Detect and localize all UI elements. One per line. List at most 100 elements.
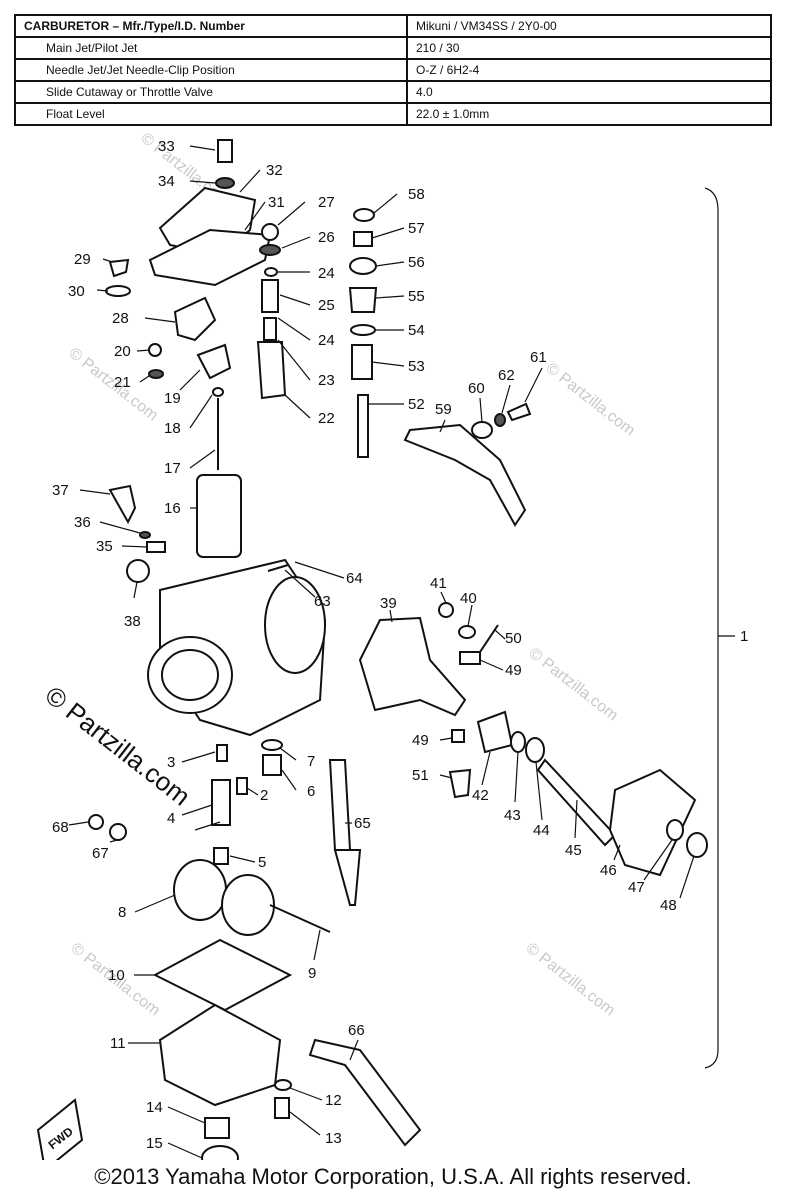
callout-67: 67 — [92, 845, 109, 862]
float-bowl-11 — [158, 1003, 282, 1107]
screw-33 — [217, 139, 233, 163]
washer-34 — [215, 177, 235, 189]
carburetor-body — [108, 484, 327, 737]
callout-40: 40 — [460, 590, 477, 607]
callout-34: 34 — [158, 173, 175, 190]
seal-48 — [686, 832, 708, 858]
callout-41: 41 — [430, 575, 447, 592]
callout-27: 27 — [318, 194, 335, 211]
callout-18: 18 — [164, 420, 181, 437]
pin-9 — [269, 904, 331, 933]
spring-53 — [351, 344, 373, 380]
plate-39 — [358, 616, 467, 717]
bracket-28 — [173, 296, 217, 342]
part-22 — [256, 341, 287, 400]
callout-60: 60 — [468, 380, 485, 397]
callout-8: 8 — [118, 904, 126, 921]
spring-35 — [146, 541, 166, 553]
plug-14 — [204, 1117, 230, 1139]
callout-38: 38 — [124, 613, 141, 630]
callout-2: 2 — [260, 787, 268, 804]
callout-3: 3 — [167, 754, 175, 771]
spring-42 — [476, 710, 514, 754]
assembly-bracket — [704, 187, 719, 1069]
callout-59: 59 — [435, 401, 452, 418]
callout-19: 19 — [164, 390, 181, 407]
callout-31: 31 — [268, 194, 285, 211]
nut-40 — [458, 625, 476, 639]
callout-6: 6 — [307, 783, 315, 800]
screw-61 — [506, 402, 532, 422]
callout-66: 66 — [348, 1022, 365, 1039]
callout-48: 48 — [660, 897, 677, 914]
screw-20 — [148, 343, 162, 357]
needle-jet-4 — [211, 779, 231, 826]
watermark-text: © Partzilla.com — [526, 645, 621, 725]
oring-54 — [350, 324, 376, 336]
watermark-text: © Partzilla.com — [543, 360, 638, 440]
callout-58: 58 — [408, 186, 425, 203]
screw-68 — [88, 814, 104, 830]
jet-3 — [216, 744, 228, 762]
spec-value: 4.0 — [406, 80, 772, 104]
callout-28: 28 — [112, 310, 129, 327]
spec-value: Mikuni / VM34SS / 2Y0-00 — [406, 14, 772, 38]
part-57 — [353, 231, 373, 247]
spec-value: 210 / 30 — [406, 36, 772, 60]
washer-44 — [525, 737, 545, 763]
washer-12 — [274, 1079, 292, 1091]
cover-46 — [608, 768, 697, 877]
callout-32: 32 — [266, 162, 283, 179]
leader-lines — [68, 145, 695, 1159]
callout-46: 46 — [600, 862, 617, 879]
callout-44: 44 — [533, 822, 550, 839]
throttle-valve-16 — [196, 474, 242, 558]
spec-value: 22.0 ± 1.0mm — [406, 102, 772, 126]
part-58 — [353, 208, 375, 222]
screw-29 — [108, 258, 130, 278]
washer-7 — [261, 739, 283, 751]
spring-49a — [459, 651, 481, 665]
callout-35: 35 — [96, 538, 113, 555]
callout-16: 16 — [164, 500, 181, 517]
callout-23: 23 — [318, 372, 335, 389]
callout-53: 53 — [408, 358, 425, 375]
tube-65b — [333, 849, 362, 906]
part-49b — [451, 729, 465, 743]
callout-4: 4 — [167, 810, 175, 827]
washer-30 — [105, 285, 131, 297]
callout-7: 7 — [307, 753, 315, 770]
callout-21: 21 — [114, 374, 131, 391]
callout-20: 20 — [114, 343, 131, 360]
part-24a — [264, 267, 278, 277]
fwd-badge: FWD — [36, 1098, 84, 1160]
callout-43: 43 — [504, 807, 521, 824]
callout-54: 54 — [408, 322, 425, 339]
callout-13: 13 — [325, 1130, 342, 1147]
screw-67 — [109, 823, 127, 841]
callout-65: 65 — [354, 815, 371, 832]
callout-11: 11 — [110, 1035, 126, 1052]
callout-39: 39 — [380, 595, 397, 612]
screw-13 — [274, 1097, 290, 1119]
washer-47 — [666, 819, 684, 841]
screw-37 — [108, 484, 137, 525]
screw-50 — [477, 624, 499, 656]
carb-outlet — [264, 576, 326, 674]
callout-45: 45 — [565, 842, 582, 859]
spec-label: CARBURETOR – Mfr./Type/I.D. Number — [14, 14, 408, 38]
copyright-notice: ©2013 Yamaha Motor Corporation, U.S.A. A… — [94, 1164, 692, 1189]
callout-64: 64 — [346, 570, 363, 587]
washer-38 — [126, 559, 150, 583]
callout-26: 26 — [318, 229, 335, 246]
callout-50: 50 — [505, 630, 522, 647]
part-56 — [349, 257, 377, 275]
callout-37: 37 — [52, 482, 69, 499]
callout-63: 63 — [314, 593, 331, 610]
float-8a — [173, 859, 227, 921]
screw-41 — [438, 602, 454, 618]
tube-66 — [308, 1038, 422, 1147]
callout-17: 17 — [164, 460, 181, 477]
